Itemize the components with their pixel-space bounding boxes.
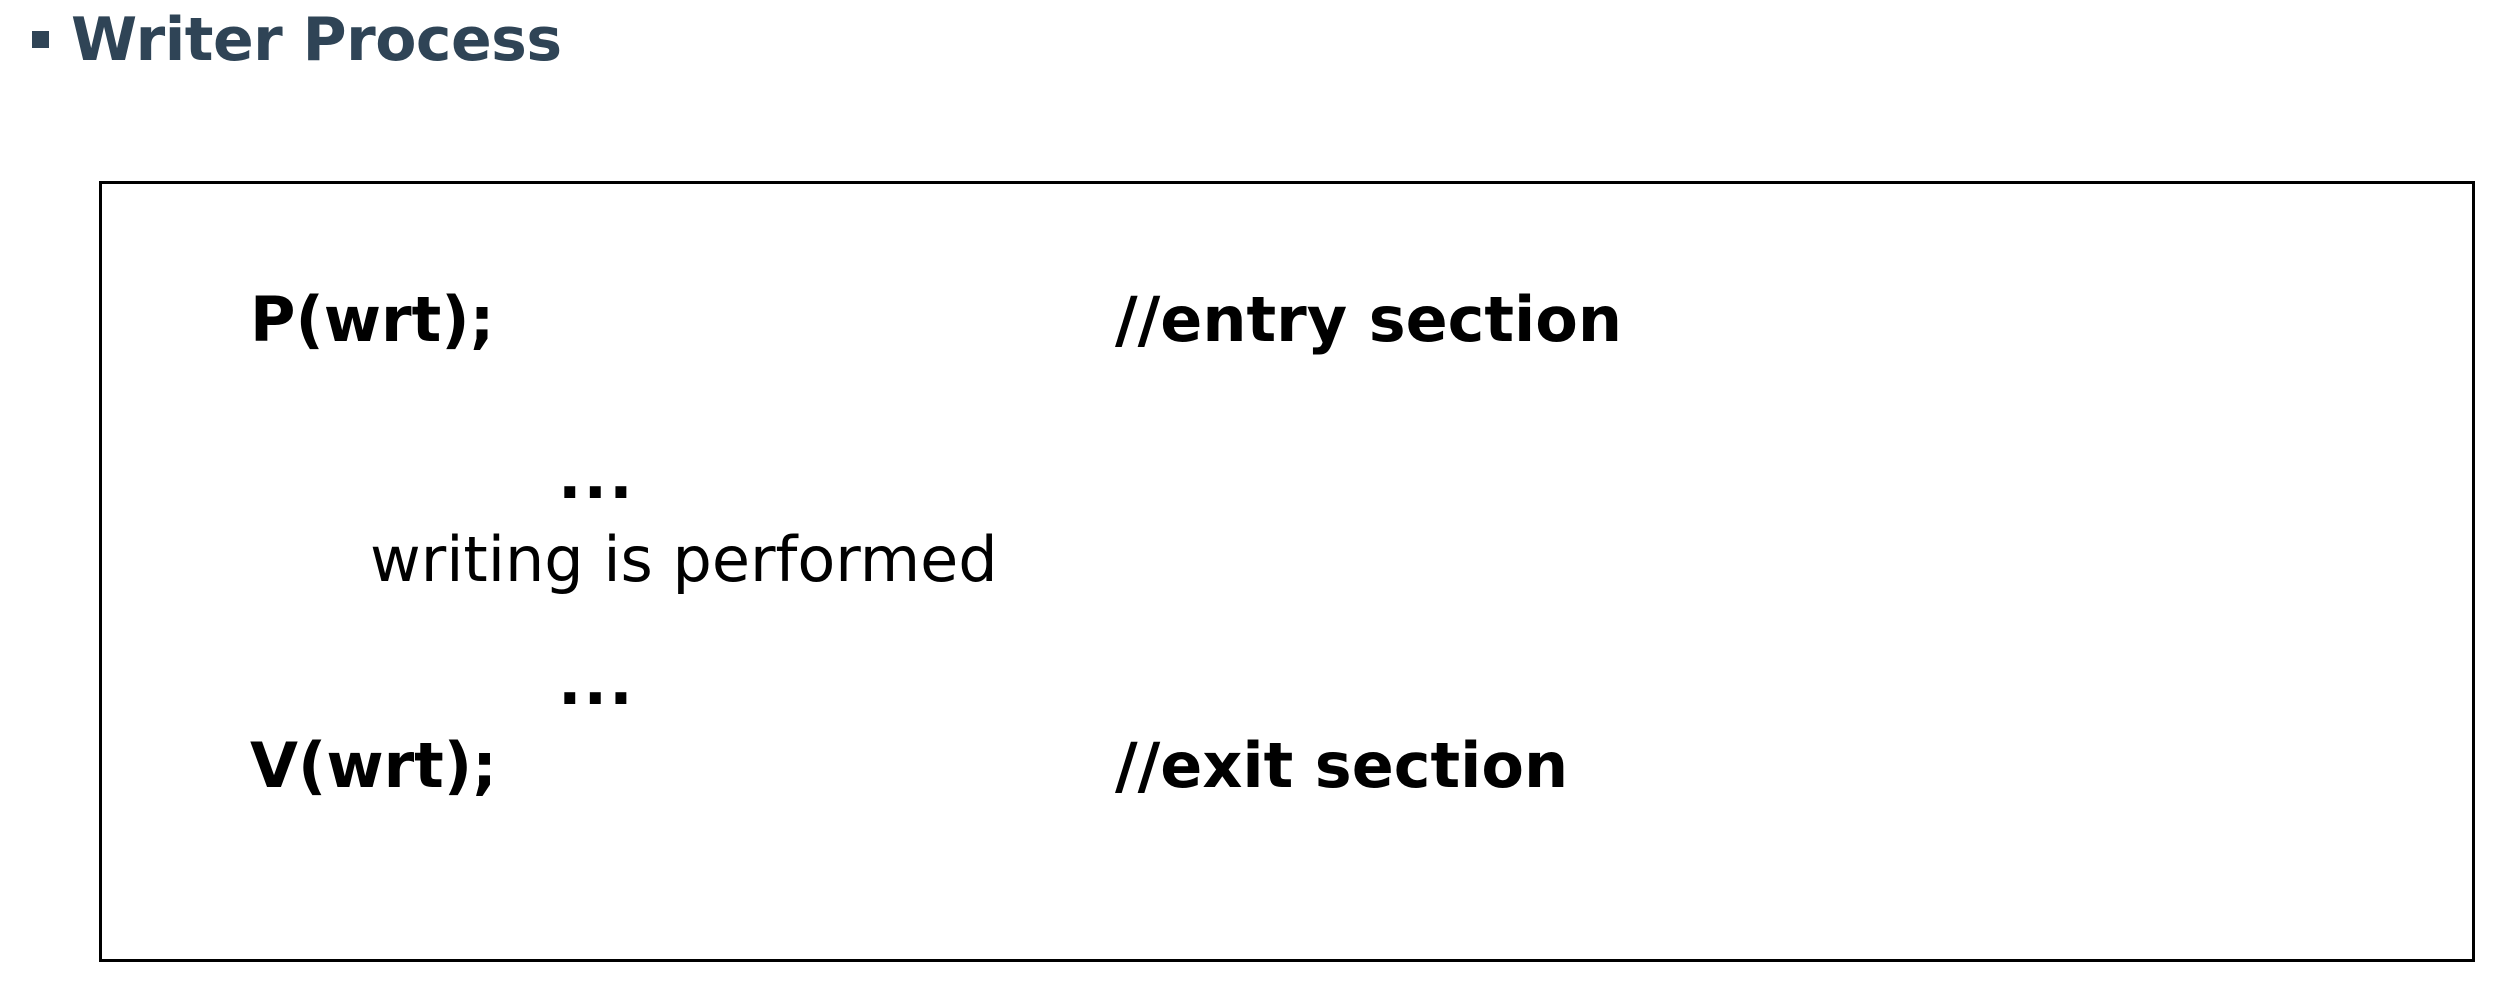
page-title-label: Writer Process — [71, 5, 562, 75]
code-line-ellipsis-bottom: ... — [558, 646, 635, 719]
code-line-exit-statement: V(wrt); — [250, 729, 497, 802]
code-line-ellipsis-top: ... — [558, 440, 635, 513]
writer-process-code-box: P(wrt); //entry section ... writing is p… — [99, 181, 2475, 962]
code-line-entry-comment: //entry section — [1115, 283, 1623, 356]
page-title: Writer Process — [32, 10, 562, 70]
code-line-entry-statement: P(wrt); — [250, 283, 495, 356]
code-line-writing-is-performed: writing is performed — [370, 523, 998, 596]
square-bullet-icon — [32, 31, 49, 48]
code-line-exit-comment: //exit section — [1115, 729, 1569, 802]
